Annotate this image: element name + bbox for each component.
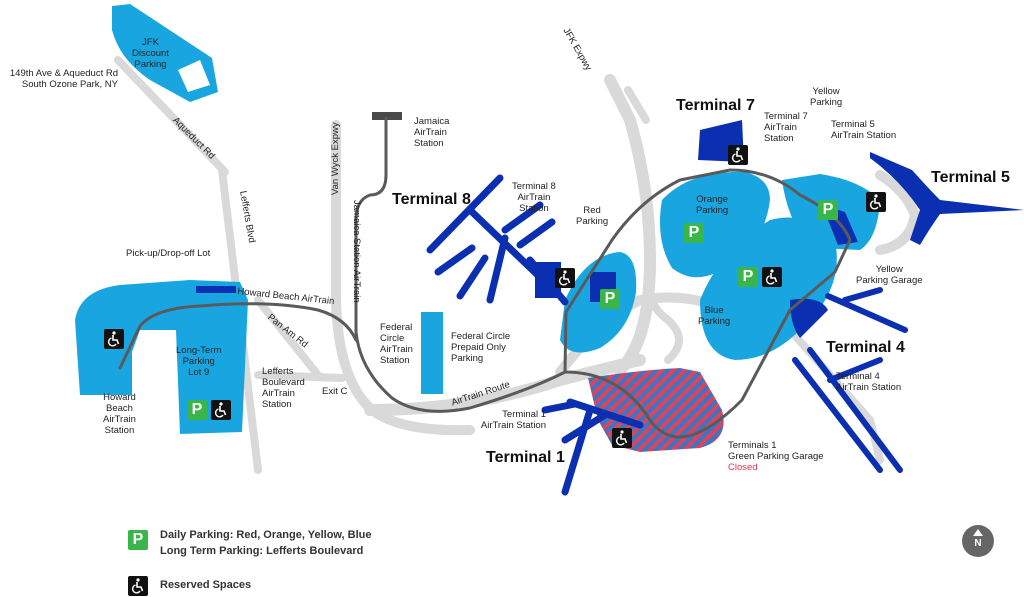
accessible-parking-icon	[612, 428, 632, 448]
legend-daily-parking: Daily Parking: Red, Orange, Yellow, Blue	[160, 529, 372, 541]
parking-icon: P	[818, 200, 838, 220]
red-parking-label: Red Parking	[576, 205, 609, 227]
north-arrow	[973, 529, 983, 536]
accessible-parking-icon	[866, 192, 886, 212]
accessible-parking-icon	[128, 576, 148, 596]
federal-circle-prepaid-lot	[421, 312, 443, 394]
legend-reserved-spaces: Reserved Spaces	[160, 579, 252, 591]
jfk-expwy-road-2	[624, 86, 650, 124]
t5-access-road	[875, 170, 920, 255]
accessible-parking-icon	[555, 268, 575, 288]
exit-c-road	[254, 371, 346, 382]
terminal-7-label: Terminal 7	[676, 97, 755, 114]
lefferts-station-label: Lefferts Boulevard AirTrain Station	[262, 366, 305, 410]
red-parking-lot	[560, 252, 637, 353]
terminal-1-building	[541, 398, 644, 496]
terminal-5-building	[870, 152, 1024, 245]
pan-am-road	[254, 296, 322, 379]
federal-circle-prepaid-label: Federal Circle Prepaid Only Parking	[451, 331, 511, 364]
federal-circle-station-label: Federal Circle AirTrain Station	[380, 322, 413, 366]
legend-long-term-parking: Long Term Parking: Lefferts Boulevard	[160, 545, 364, 557]
exit-c-label: Exit C	[322, 386, 348, 397]
t5-station-label: Terminal 5 AirTrain Station	[831, 119, 897, 141]
accessible-parking-icon	[728, 145, 748, 165]
long-term-parking-label: Long-Term Parking Lot 9	[176, 345, 222, 378]
jamaica-airtrain-line	[354, 116, 567, 413]
airtrain-lines	[118, 116, 852, 439]
inner-loop-road	[644, 258, 683, 364]
north-compass-icon: N	[962, 525, 994, 557]
accessible-parking-icon	[762, 267, 782, 287]
aqueduct-road	[114, 56, 229, 176]
accessible-parking-icon	[211, 400, 231, 420]
yellow-parking-label: Yellow Parking	[810, 86, 843, 108]
parking-icon: P	[684, 223, 704, 243]
pickup-dropoff-label: Pick-up/Drop-off Lot	[126, 248, 211, 259]
parking-icon: P	[738, 267, 758, 287]
yellow-garage-label: Yellow Parking Garage	[856, 264, 923, 286]
terminal-4-label: Terminal 4	[826, 339, 905, 356]
t4-station-label: Terminal 4 AirTrain Station	[836, 371, 902, 393]
north-letter: N	[974, 538, 982, 549]
howard-beach-station-label: Howard Beach AirTrain Station	[103, 392, 136, 436]
main-loop-road	[364, 354, 646, 416]
accessible-parking-icon	[104, 329, 124, 349]
green-garage-closed-label: Closed	[728, 462, 758, 473]
van-wyck-expwy-label: Van Wyck Expwy	[330, 122, 341, 195]
discount-lot-notch	[178, 60, 210, 92]
terminal-4-concourses	[792, 287, 908, 473]
parking-icon: P	[128, 530, 148, 550]
jamaica-station-label: Jamaica AirTrain Station	[414, 116, 450, 149]
jamaica-station-airtrain-label: Jamaica Station AirTrain	[351, 200, 362, 303]
terminal-8-label: Terminal 8	[392, 191, 471, 208]
t7-station-label: Terminal 7 AirTrain Station	[764, 111, 808, 144]
t1-station-label: Terminal 1 AirTrain Station	[480, 409, 546, 431]
jamaica-station-block	[372, 112, 402, 120]
orange-parking-label: Orange Parking	[696, 194, 729, 216]
terminal-5-label: Terminal 5	[931, 169, 1010, 186]
discount-parking-address: 149th Ave & Aqueduct Rd South Ozone Park…	[9, 68, 118, 90]
terminal-loop-airtrain	[563, 168, 852, 439]
lefferts-lot-area	[75, 280, 248, 434]
terminal-4-building	[790, 298, 828, 338]
pickup-dropoff-lot-bar	[196, 286, 236, 293]
blue-parking-label: Blue Parking	[698, 305, 731, 327]
t8-station-label: Terminal 8 AirTrain Station	[512, 181, 556, 214]
parking-areas	[75, 4, 880, 434]
parking-icon: P	[600, 289, 620, 309]
terminal-1-label: Terminal 1	[486, 449, 565, 466]
green-garage-label: Terminals 1 Green Parking Garage	[728, 440, 824, 462]
parking-icon: P	[187, 400, 207, 420]
discount-parking-label: JFK Discount Parking	[132, 37, 169, 70]
howard-beach-airtrain-line	[118, 302, 358, 370]
